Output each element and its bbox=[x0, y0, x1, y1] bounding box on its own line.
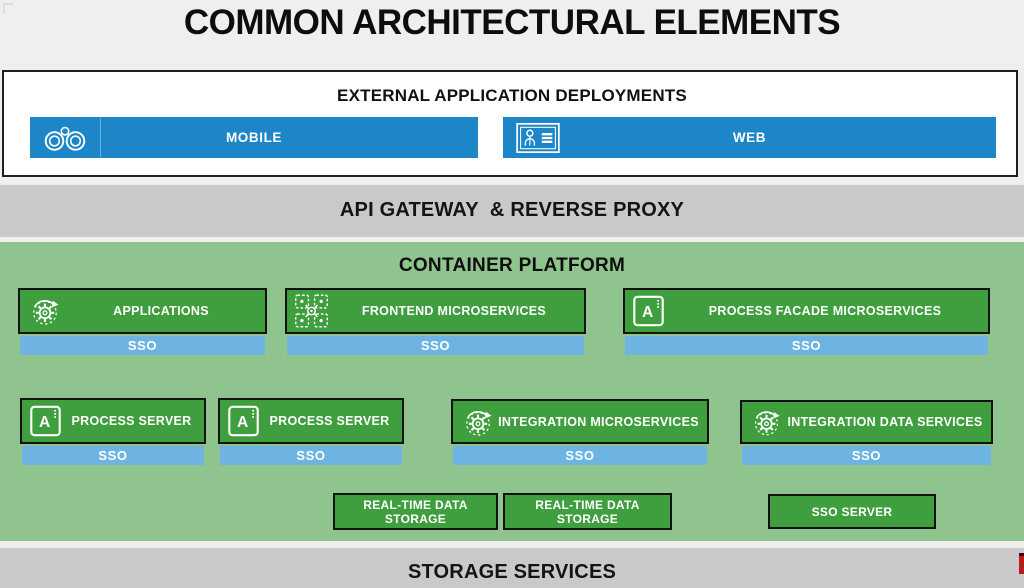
box-frontend-microservices: FRONTEND MICROSERVICES bbox=[285, 288, 586, 334]
box-label: PROCESS FACADE MICROSERVICES bbox=[708, 304, 942, 318]
corner-mark bbox=[3, 3, 13, 13]
sso-bar: SSO bbox=[22, 446, 204, 465]
mobile-label: MOBILE bbox=[225, 130, 283, 145]
process-a-icon bbox=[29, 405, 62, 438]
box-label: REAL-TIME DATA STORAGE bbox=[535, 497, 640, 526]
container-platform-title: CONTAINER PLATFORM bbox=[398, 255, 626, 276]
external-deployments-title: EXTERNAL APPLICATION DEPLOYMENTS bbox=[337, 86, 687, 105]
box-label: PROCESS SERVER bbox=[269, 414, 390, 428]
gear-refresh-icon bbox=[460, 404, 496, 440]
sso-bar: SSO bbox=[220, 446, 402, 465]
box-sso-server: SSO SERVER bbox=[768, 494, 936, 529]
gear-refresh-icon bbox=[749, 405, 784, 440]
sso-bar: SSO bbox=[287, 336, 584, 355]
box-label: APPLICATIONS bbox=[113, 304, 209, 318]
sso-bar: SSO bbox=[625, 336, 988, 355]
page-title: COMMON ARCHITECTURAL ELEMENTS bbox=[183, 3, 841, 42]
box-process-server-1: PROCESS SERVER bbox=[20, 398, 206, 444]
box-process-facade-microservices: PROCESS FACADE MICROSERVICES bbox=[623, 288, 990, 334]
sso-bar: SSO bbox=[20, 336, 265, 355]
box-label: INTEGRATION DATA SERVICES bbox=[787, 415, 983, 429]
box-label: FRONTEND MICROSERVICES bbox=[361, 304, 547, 318]
gear-refresh-icon bbox=[27, 293, 63, 329]
box-label: PROCESS SERVER bbox=[71, 414, 192, 428]
box-integration-microservices: INTEGRATION MICROSERVICES bbox=[451, 399, 709, 444]
deployment-bar-mobile: MOBILE bbox=[30, 117, 478, 158]
box-realtime-data-storage-2: REAL-TIME DATA STORAGE bbox=[503, 493, 672, 530]
storage-services-bar: STORAGE SERVICES bbox=[0, 548, 1024, 588]
box-integration-data-services: INTEGRATION DATA SERVICES bbox=[740, 400, 993, 444]
icon-divider bbox=[100, 118, 101, 157]
sso-bar: SSO bbox=[742, 446, 991, 465]
process-a-icon bbox=[632, 295, 665, 328]
storage-services-label: STORAGE SERVICES bbox=[407, 561, 617, 583]
box-label: INTEGRATION MICROSERVICES bbox=[498, 414, 699, 429]
process-a-icon bbox=[227, 405, 260, 438]
red-edge-artifact bbox=[1019, 553, 1024, 574]
api-gateway-label: API GATEWAY & REVERSE PROXY bbox=[339, 199, 685, 221]
box-realtime-data-storage-1: REAL-TIME DATA STORAGE bbox=[333, 493, 498, 530]
box-label: SSO SERVER bbox=[811, 504, 893, 519]
box-applications: APPLICATIONS bbox=[18, 288, 267, 334]
web-label: WEB bbox=[732, 130, 767, 145]
sso-bar: SSO bbox=[453, 446, 707, 465]
deployment-bar-web: WEB bbox=[503, 117, 996, 158]
box-process-server-2: PROCESS SERVER bbox=[218, 398, 404, 444]
box-label: REAL-TIME DATA STORAGE bbox=[363, 497, 468, 526]
api-gateway-bar: API GATEWAY & REVERSE PROXY bbox=[0, 185, 1024, 237]
microservices-hub-icon bbox=[294, 294, 329, 329]
